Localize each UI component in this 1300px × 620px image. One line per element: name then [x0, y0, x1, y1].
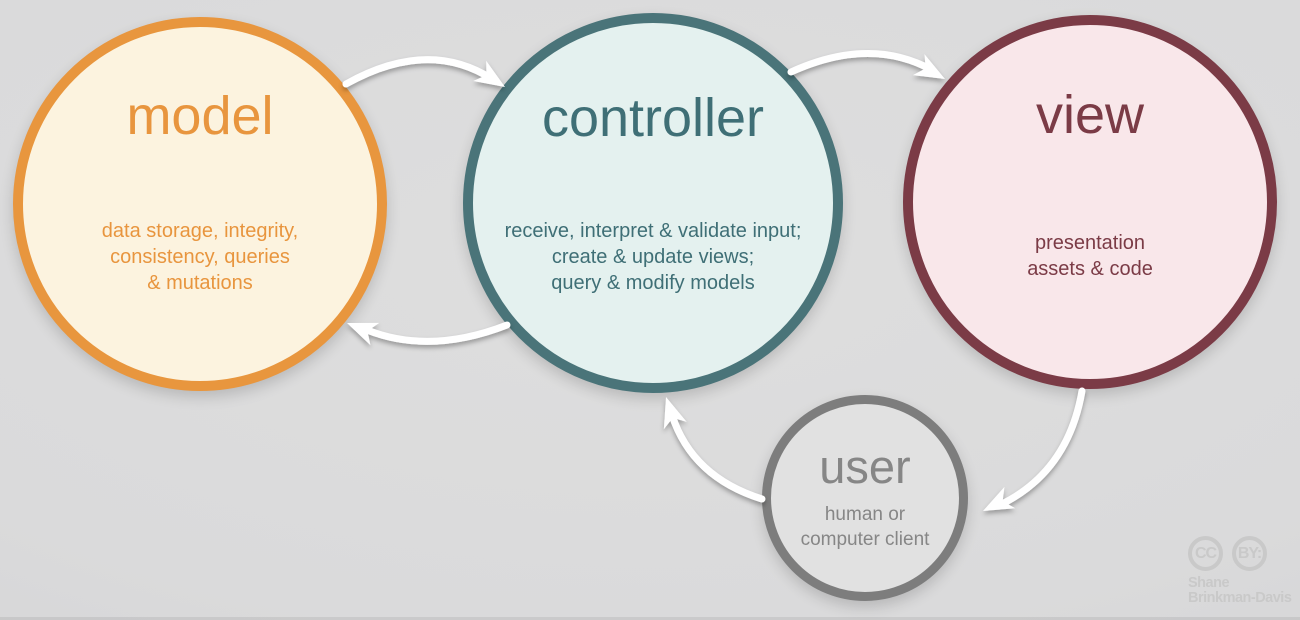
by-attribution-icon: BY: — [1232, 536, 1267, 571]
node-controller-circle: controller receive, interpret & validate… — [463, 13, 843, 393]
model-description: data storage, integrity, consistency, qu… — [101, 220, 299, 294]
model-title: model — [126, 86, 274, 146]
user-description: human or computer client — [800, 504, 930, 550]
node-model-circle: model data storage, integrity, consisten… — [13, 17, 387, 391]
license-watermark: CC BY: Shane Brinkman-Davis — [1188, 536, 1292, 606]
image-bottom-edge — [0, 617, 1300, 620]
node-view-circle: view presentation assets & code — [903, 15, 1277, 389]
controller-title: controller — [541, 88, 765, 148]
view-title: view — [1035, 85, 1145, 145]
arrow-controller-to-model-icon — [347, 321, 511, 346]
arrow-user-to-controller-icon — [663, 397, 766, 503]
arrow-controller-to-view-icon — [787, 50, 945, 79]
author-first-name: Shane — [1188, 575, 1230, 591]
cc-license-icon: CC — [1188, 536, 1223, 571]
controller-description: receive, interpret & validate input; cre… — [504, 220, 802, 294]
author-last-name: Brinkman-Davis — [1188, 589, 1292, 606]
view-description: presentation assets & code — [1027, 232, 1153, 280]
user-title: user — [819, 440, 911, 493]
arrow-view-to-user-icon — [983, 387, 1086, 511]
node-user-circle: user human or computer client — [762, 395, 968, 601]
